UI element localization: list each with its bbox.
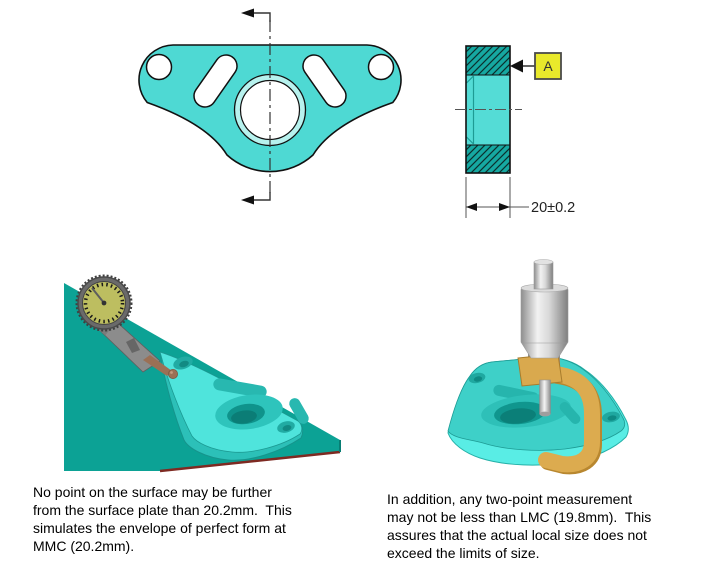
caption-lmc-two-point: In addition, any two-point measurement m… (387, 491, 652, 561)
dial-hub (101, 300, 107, 306)
micrometer-spindle (539, 379, 551, 415)
datum-triangle-icon (510, 59, 523, 73)
dial-tick-ring (83, 282, 125, 324)
micrometer-thimble (520, 287, 569, 344)
scene-dial-indicator (64, 274, 341, 473)
part-3d-left-slot-b (289, 398, 309, 424)
dial-needle (91, 287, 105, 304)
part-3d-right-slot-b (559, 402, 581, 424)
bolt-hole-right (367, 53, 395, 81)
micrometer (517, 259, 602, 475)
cutline-corner-bottom (252, 192, 271, 201)
part-3d-right-corner-hole-a-bore (473, 376, 483, 382)
datum-label-box (534, 52, 562, 80)
micrometer-ratchet-cap (533, 259, 554, 265)
scene-micrometer (447, 259, 629, 475)
stylus-ball (167, 368, 178, 379)
part-3d-left-bore-shadow (231, 410, 257, 424)
dial-indicator (75, 274, 178, 379)
part-3d-right-bore-shadow (500, 408, 536, 424)
dim-arrow-right-icon (499, 203, 510, 211)
section-inner-edges (466, 75, 475, 145)
indicator-arm-slot (126, 338, 140, 353)
section-hatch-bottom (466, 145, 510, 173)
micrometer-ratchet (533, 261, 554, 290)
plate-edge-maroon (159, 450, 341, 473)
part-3d-left-slot-a (213, 378, 267, 398)
dimension-extension-lines (465, 177, 511, 218)
micrometer-frame (538, 366, 600, 473)
front-view (138, 8, 402, 205)
section-hatch-top (466, 46, 510, 75)
section-view: A 20±0.2 (455, 45, 575, 218)
dimension-text: 20±0.2 (531, 200, 575, 216)
stylus (143, 355, 172, 376)
dial-bezel-knurl (75, 274, 133, 332)
bolt-hole-left (145, 53, 173, 81)
part-3d-right-corner-hole-b-bore (607, 415, 617, 421)
section-face-lines (466, 74, 510, 146)
datum-letter: A (543, 58, 553, 74)
micrometer-spindle-tip (539, 411, 551, 417)
slot-left (193, 54, 238, 108)
part-3d-left-corner-hole-b-bore (282, 425, 292, 431)
caption-mmc-envelope: No point on the surface may be further f… (33, 484, 292, 554)
dim-arrow-left-icon (466, 203, 477, 211)
cutline-corner-top (252, 12, 271, 22)
slot-right (302, 54, 347, 108)
cut-arrow-bottom-icon (241, 195, 254, 205)
stylus-ball-highlight (170, 371, 173, 374)
cut-arrow-top-icon (241, 8, 254, 18)
part-3d-left-corner-hole-a-bore (179, 360, 189, 368)
